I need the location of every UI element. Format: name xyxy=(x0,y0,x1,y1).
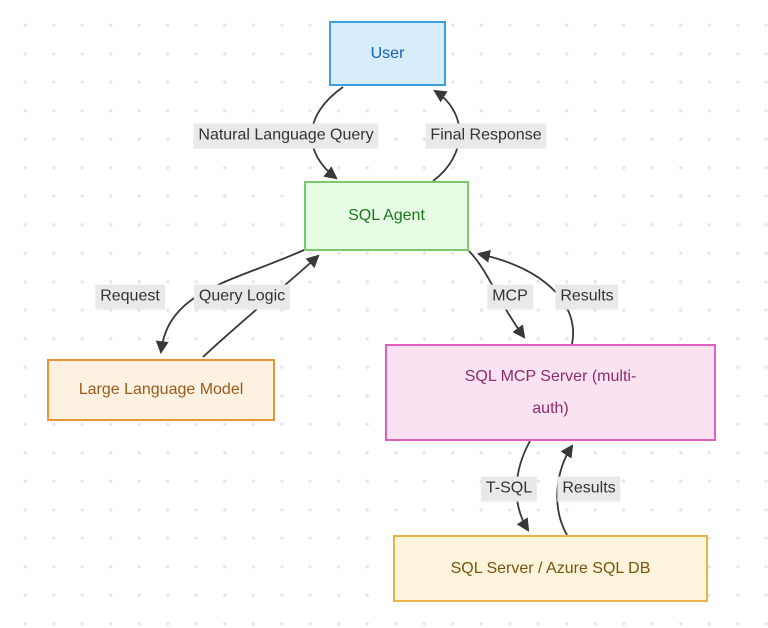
node-sql-server-azure-sql-db: SQL Server / Azure SQL DB xyxy=(393,535,708,602)
edge-label-request: Request xyxy=(95,284,165,310)
edge-label-results-lower: Results xyxy=(557,476,621,502)
edge-label-results-upper: Results xyxy=(555,284,619,310)
node-sql-agent: SQL Agent xyxy=(304,181,469,251)
node-large-language-model: Large Language Model xyxy=(47,359,275,421)
edge-label-final-response: Final Response xyxy=(425,123,547,149)
edge-label-mcp: MCP xyxy=(487,284,533,310)
node-user: User xyxy=(329,21,446,86)
edge-label-t-sql: T-SQL xyxy=(480,476,538,502)
node-sql-mcp-server: SQL MCP Server (multi-auth) xyxy=(385,344,716,441)
node-large-language-model-label: Large Language Model xyxy=(78,381,244,398)
node-sql-mcp-server-label: SQL MCP Server (multi-auth) xyxy=(464,368,637,417)
node-sql-server-azure-sql-db-label: SQL Server / Azure SQL DB xyxy=(450,559,651,577)
edge-label-query-logic: Query Logic xyxy=(193,284,291,310)
node-sql-agent-label: SQL Agent xyxy=(348,207,425,224)
node-user-label: User xyxy=(370,44,405,62)
edge-label-natural-language-query: Natural Language Query xyxy=(193,123,379,149)
